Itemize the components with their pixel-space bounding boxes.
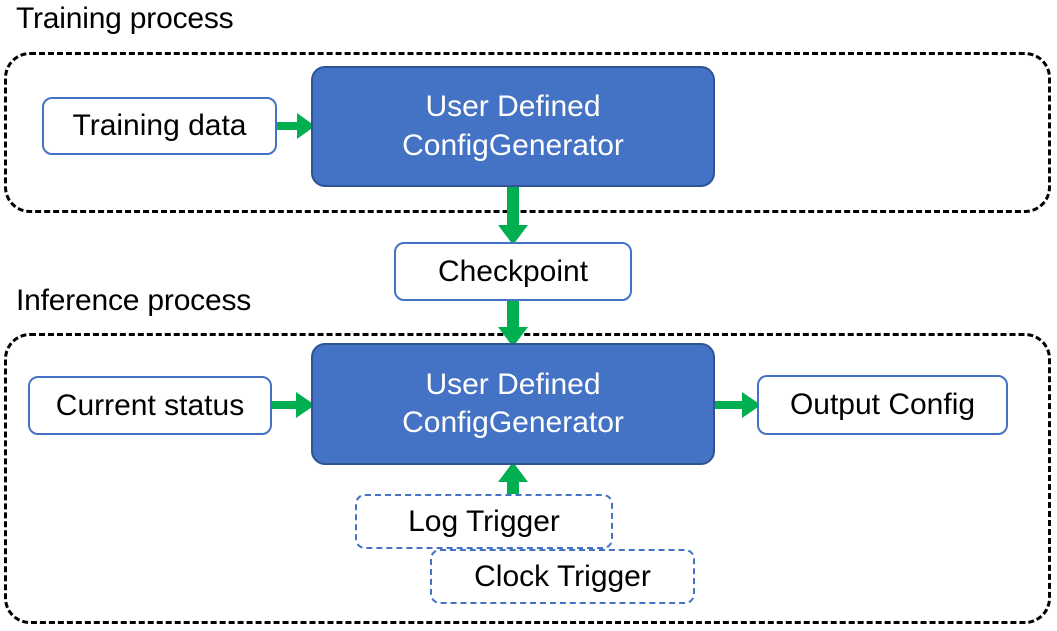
node-checkpoint[interactable]: Checkpoint bbox=[394, 242, 632, 301]
node-generator-inference-line1: User Defined bbox=[425, 367, 601, 401]
node-generator-training-line2: ConfigGenerator bbox=[402, 128, 624, 162]
node-current-status-label: Current status bbox=[55, 388, 245, 422]
arrow-trigger-to-generator-icon bbox=[498, 462, 528, 502]
node-generator-training-line1: User Defined bbox=[425, 90, 601, 124]
node-generator-inference-line2: ConfigGenerator bbox=[402, 406, 624, 439]
arrow-generator-to-checkpoint-icon bbox=[498, 185, 528, 245]
arrow-generator-to-output-config-icon bbox=[713, 392, 761, 418]
node-log-trigger[interactable]: Log Trigger bbox=[355, 494, 613, 549]
node-clock-trigger-label: Clock Trigger bbox=[474, 559, 651, 593]
node-output-config-label: Output Config bbox=[789, 388, 976, 422]
node-clock-trigger[interactable]: Clock Trigger bbox=[430, 549, 695, 604]
node-training-data[interactable]: Training data bbox=[42, 97, 277, 155]
arrow-current-status-to-generator-icon bbox=[270, 392, 315, 418]
node-user-defined-configgenerator-inference[interactable]: User Defined ConfigGenerator bbox=[311, 343, 715, 465]
inference-process-caption: Inference process bbox=[16, 284, 252, 317]
node-checkpoint-label: Checkpoint bbox=[437, 254, 589, 288]
node-training-data-label: Training data bbox=[72, 109, 247, 143]
node-output-config[interactable]: Output Config bbox=[757, 375, 1008, 435]
node-user-defined-configgenerator-training[interactable]: User Defined ConfigGenerator bbox=[311, 66, 715, 187]
training-process-caption: Training process bbox=[16, 2, 234, 35]
node-current-status[interactable]: Current status bbox=[28, 376, 272, 435]
training-process-container bbox=[4, 52, 1051, 213]
node-log-trigger-label: Log Trigger bbox=[408, 504, 560, 538]
arrow-checkpoint-to-generator-icon bbox=[498, 299, 528, 347]
arrow-training-data-to-generator-icon bbox=[275, 113, 315, 139]
inference-process-container bbox=[4, 333, 1051, 624]
